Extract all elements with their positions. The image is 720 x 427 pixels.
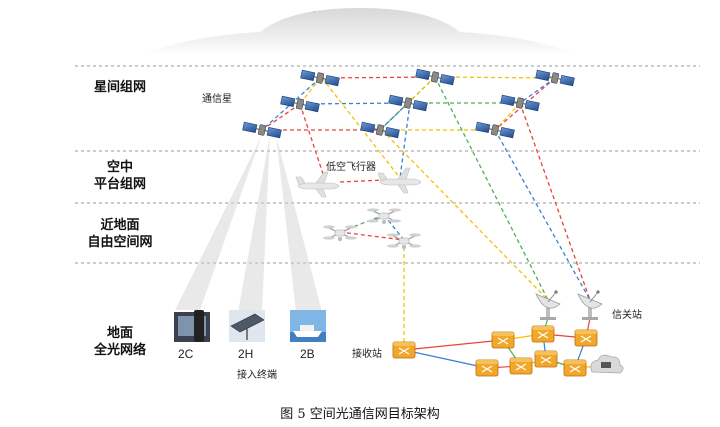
coverage-beams [175,135,322,312]
figure-caption: 图 5 空间光通信网目标架构 [280,407,440,422]
drone-group [322,207,422,250]
gateway-dish-group [535,289,603,321]
layer-label-near: 近地面 自由空间网 [70,216,170,250]
layer-label-near-line1: 近地面 [100,217,140,232]
layer-label-space: 星间组网 [70,78,170,95]
terminal-label-2h: 2H [238,347,254,361]
solar-panel-terminal-icon [229,310,265,342]
layer-label-ground-line2: 全光网络 [93,342,146,357]
gateway-label: 信关站 [612,310,642,321]
layer-label-air-line1: 空中 [106,159,133,174]
layer-label-ground: 地面 全光网络 [70,324,170,358]
cloud-server-icon [590,354,624,374]
aircraft-label: 低空飞行器 [326,162,376,173]
cloud-banner [140,8,580,55]
inter-satellite-links [261,76,556,131]
phone-terminal-icon [174,310,210,342]
layer-label-air-line2: 平台组网 [93,176,146,191]
layer-label-air: 空中 平台组网 [70,158,170,192]
satellite-label: 通信星 [202,94,232,105]
layer-dividers [75,65,700,264]
receiver-label: 接收站 [352,349,382,360]
layer-label-space-line1: 星间组网 [93,79,146,94]
terminal-label-2c: 2C [178,347,194,361]
ship-terminal-icon [290,310,326,342]
layer-label-near-line2: 自由空间网 [87,234,153,249]
satellite-constellation [241,67,576,140]
terminal-label-2b: 2B [300,347,315,361]
access-terminals-label: 接入终端 [237,370,277,381]
router-group [392,325,598,377]
layer-label-ground-line1: 地面 [106,325,133,340]
